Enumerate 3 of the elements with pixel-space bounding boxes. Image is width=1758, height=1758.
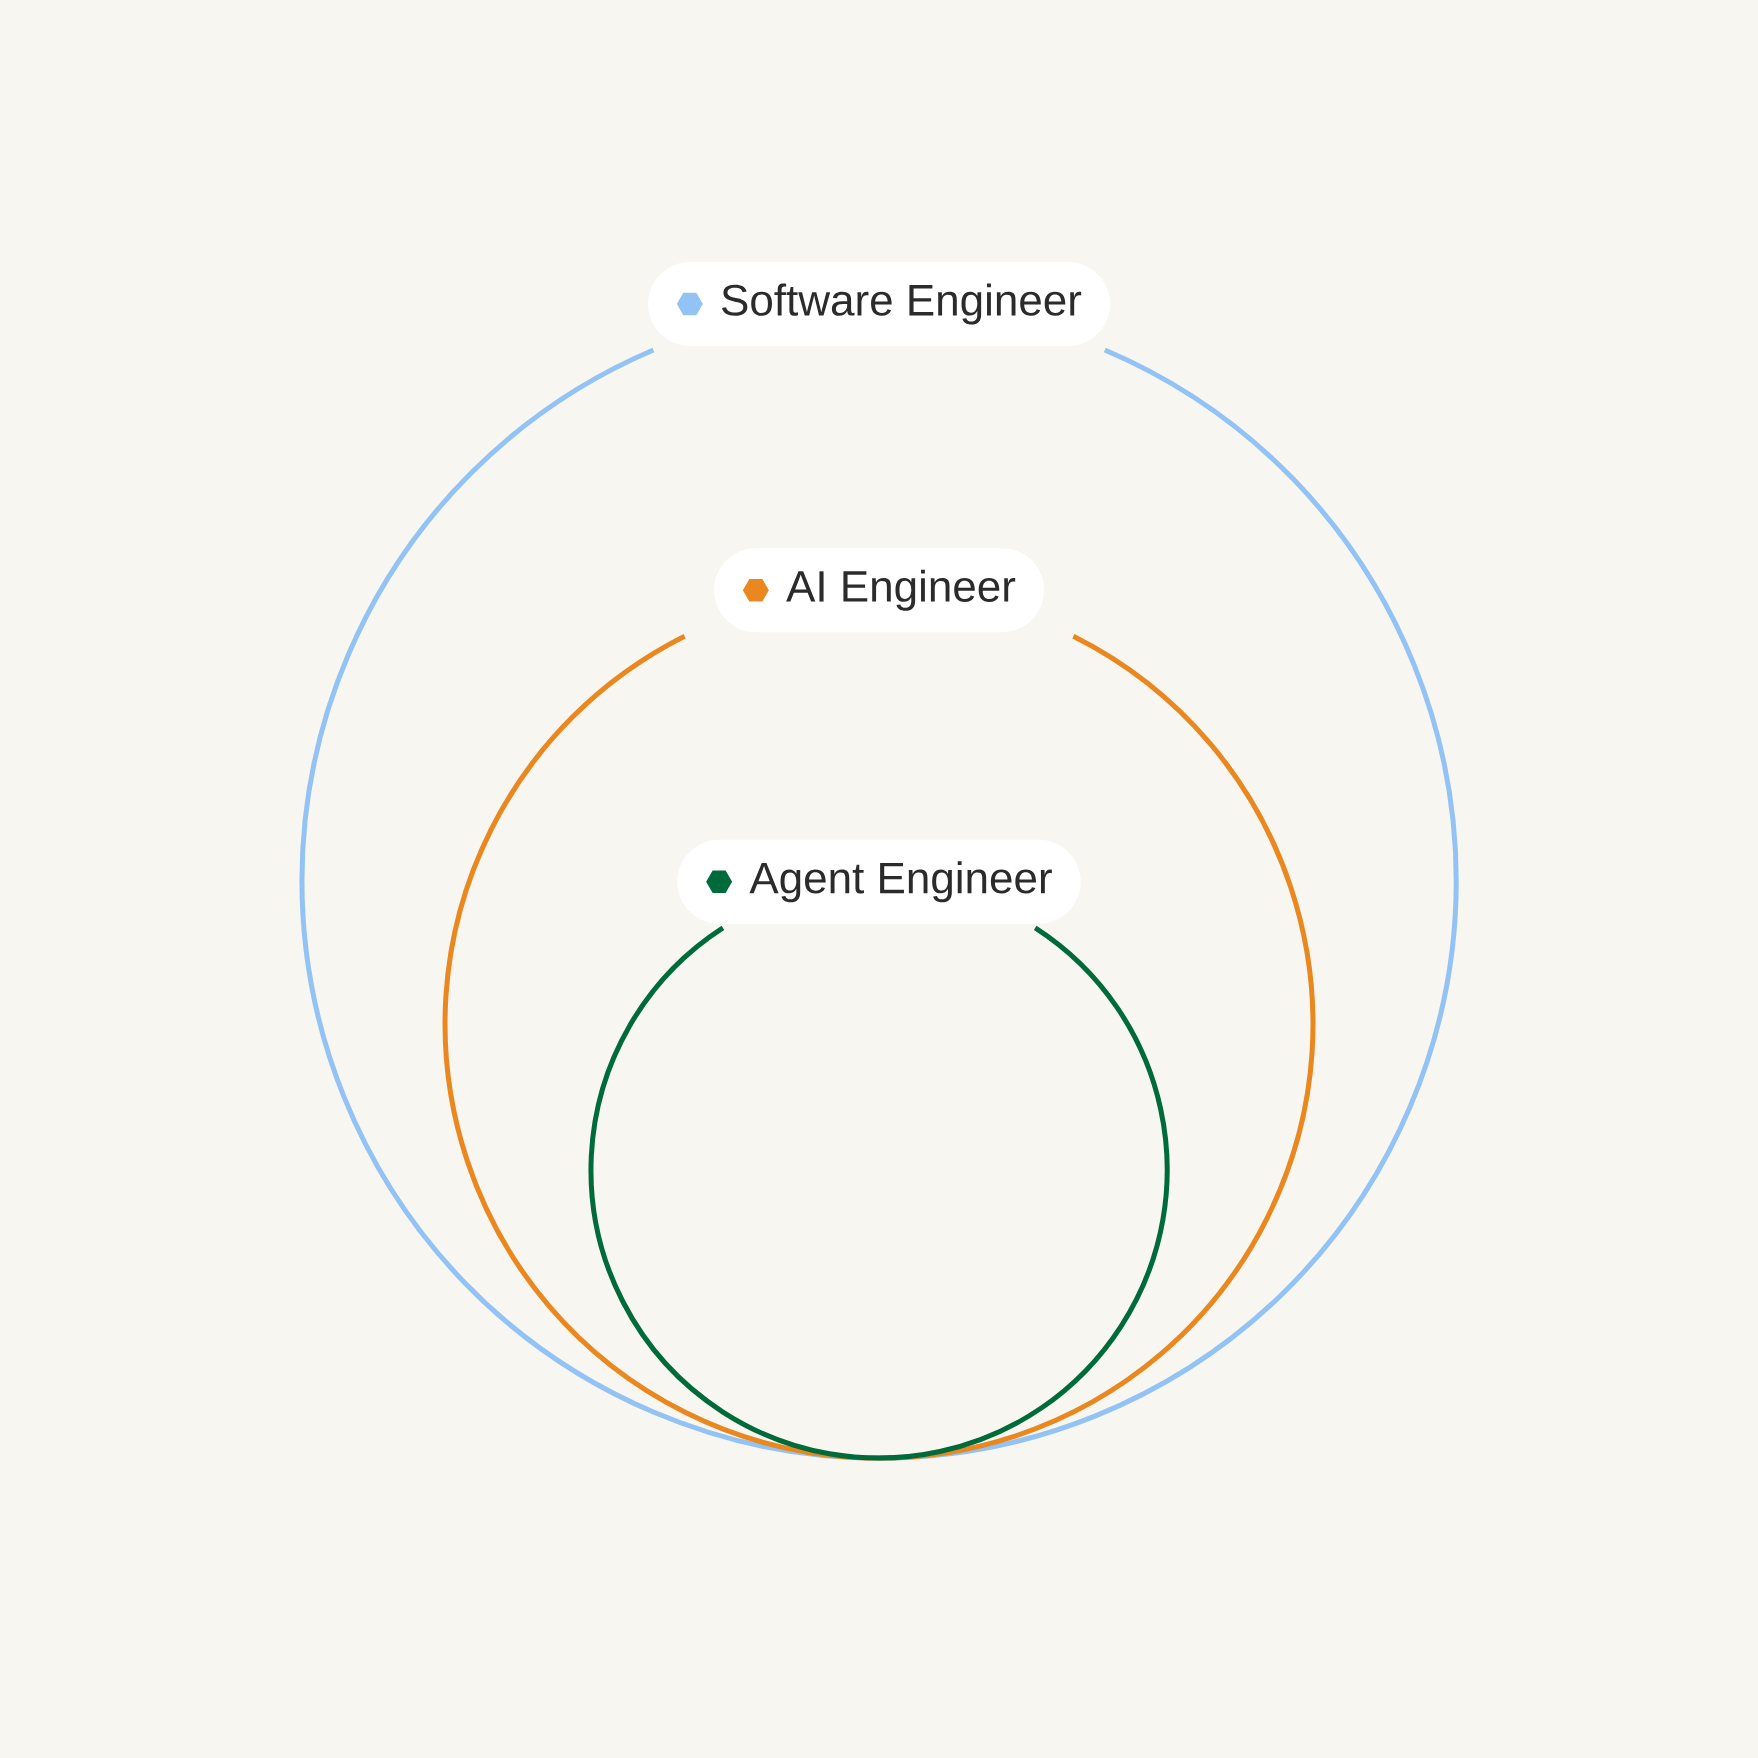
- label-pill: AI Engineer: [714, 548, 1044, 633]
- label-pill: Agent Engineer: [677, 839, 1081, 924]
- label-pill: Software Engineer: [648, 262, 1110, 346]
